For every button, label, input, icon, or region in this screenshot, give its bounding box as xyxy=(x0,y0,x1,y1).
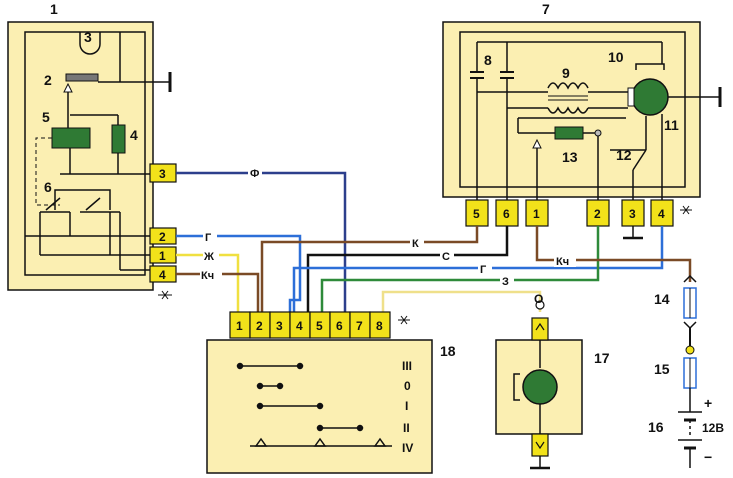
wire-label-s: С xyxy=(442,251,450,263)
ground-icon xyxy=(680,205,692,215)
wire-label-k: К xyxy=(412,238,419,250)
switch-pin-8: 8 xyxy=(376,319,383,333)
motor-pin-3: 3 xyxy=(629,207,636,221)
label-relay-cam: 3 xyxy=(84,29,92,45)
label-relay-block: 1 xyxy=(50,1,58,17)
label-washer-motor: 17 xyxy=(594,350,610,366)
switch-contacts xyxy=(236,362,392,447)
label-switch-block: 18 xyxy=(440,343,456,359)
wire-label-f: Ф xyxy=(250,168,259,180)
battery-voltage: 12В xyxy=(702,421,724,435)
label-thermo-switch: 12 xyxy=(616,147,632,163)
label-motor: 11 xyxy=(664,117,679,133)
washer-motor: O 17 xyxy=(495,292,610,470)
switch-pin-2: 2 xyxy=(256,319,263,333)
battery-minus: − xyxy=(704,449,712,465)
switch-pin-6: 6 xyxy=(336,319,343,333)
motor-pin-4: 4 xyxy=(658,207,665,221)
label-brush-holder: 10 xyxy=(608,49,624,65)
label-relay-contact: 2 xyxy=(44,72,52,88)
washer-top-label: O xyxy=(534,292,543,306)
relay-pin-3: 3 xyxy=(159,167,166,181)
wire-label-kch2: Кч xyxy=(556,256,569,268)
switch-pin-4: 4 xyxy=(296,319,303,333)
mode-0: 0 xyxy=(404,379,411,393)
relay-block: 3 2 1 4 1 3 2 5 4 6 xyxy=(7,1,177,300)
switch-pin-5: 5 xyxy=(316,319,323,333)
switch-block: 1 2 3 4 5 6 7 8 III 0 I II IV 18 xyxy=(206,311,456,474)
switch-pin-1: 1 xyxy=(236,319,243,333)
motor-pin-1: 1 xyxy=(533,207,540,221)
wire-label-z: З xyxy=(502,276,509,288)
label-fuse-b: 15 xyxy=(654,361,670,377)
wire-label-kch1: Кч xyxy=(201,270,214,282)
relay-pin-1: 1 xyxy=(159,249,166,263)
wire-label-g2: Г xyxy=(480,264,487,276)
label-motor-resistor: 13 xyxy=(562,149,578,165)
motor-pin-2: 2 xyxy=(594,207,601,221)
mode-III: III xyxy=(402,359,412,373)
switch-pin-3: 3 xyxy=(276,319,283,333)
motor-pin-6: 6 xyxy=(503,207,510,221)
wire-label-zh: Ж xyxy=(203,251,214,263)
power-supply: + 12В − 14 15 16 xyxy=(648,274,724,468)
label-battery: 16 xyxy=(648,419,664,435)
mode-I: I xyxy=(405,399,408,413)
label-choke: 9 xyxy=(562,65,570,81)
ground-icon xyxy=(158,290,172,300)
ground-icon xyxy=(398,315,410,325)
relay-pin-2: 2 xyxy=(159,230,166,244)
label-relay-resistor: 4 xyxy=(130,127,138,143)
wire-label-g1: Г xyxy=(205,232,212,244)
relay-pin-4: 4 xyxy=(159,268,166,282)
switch-pin-7: 7 xyxy=(356,319,363,333)
switch-connectors xyxy=(229,311,391,339)
battery-plus: + xyxy=(704,395,712,411)
motor-pin-5: 5 xyxy=(473,207,480,221)
label-relay-coil: 5 xyxy=(42,109,50,125)
motor-block: 5 6 1 2 3 4 7 8 9 10 11 12 13 xyxy=(442,1,722,240)
label-fuse-a: 14 xyxy=(654,291,670,307)
label-motor-block: 7 xyxy=(542,1,550,17)
label-relay-switch: 6 xyxy=(44,179,52,195)
label-capacitor: 8 xyxy=(484,52,492,68)
mode-II: II xyxy=(403,421,410,435)
mode-IV: IV xyxy=(402,441,413,455)
wire-labels: Ф Г Ж Кч К С Г З Кч xyxy=(200,165,576,288)
